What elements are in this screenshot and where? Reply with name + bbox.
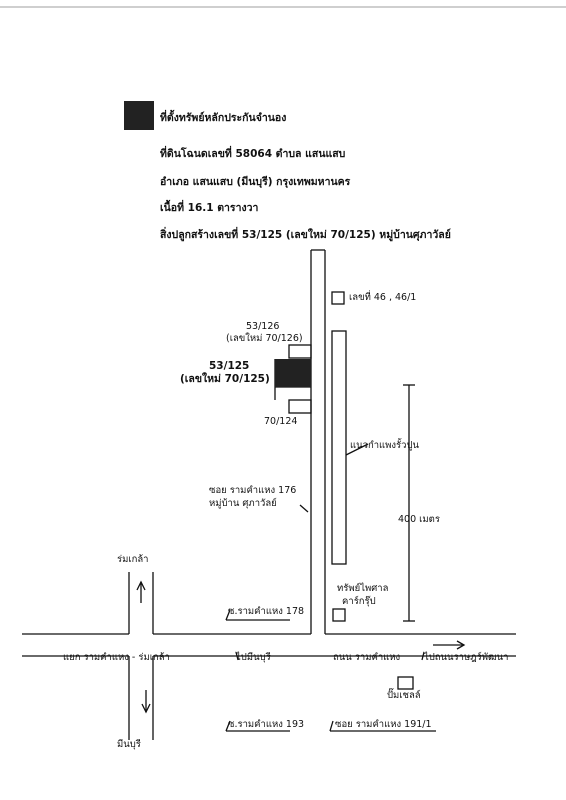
label-house-46: เลขที่ 46 , 46/1 <box>349 292 417 303</box>
label-soi193: ซ.รามคำแหง 193 <box>228 719 305 730</box>
label-soi178: ซ.รามคำแหง 178 <box>228 606 305 617</box>
building-line: สิ่งปลูกสร้างเลขที่ 53/125 (เลขใหม่ 70/1… <box>160 229 451 241</box>
label-plot-126-number: 53/126 <box>246 321 280 332</box>
label-junction: แยก รามคำแหง - ร่มเกล้า <box>63 652 170 663</box>
soi176-leader <box>299 504 309 513</box>
subject-plot-125 <box>275 359 311 387</box>
label-wall: แนวกำแพงรั้วปูน <box>350 440 420 451</box>
legend-text: ที่ตั้งทรัพย์หลักประกันจำนอง <box>160 112 287 124</box>
label-soi176-village: หมู่บ้าน ศุภาวัลย์ <box>209 498 277 509</box>
area-line: เนื้อที่ 16.1 ตารางวา <box>160 202 259 214</box>
wall-leader <box>345 443 369 456</box>
scan-edge-line <box>0 6 566 8</box>
label-sap-paisan: ทรัพย์ไพศาล <box>337 583 389 594</box>
arrow-south-head <box>141 703 151 714</box>
label-subject-number: 53/125 <box>209 360 250 372</box>
deed-line: ที่ดินโฉนดเลขที่ 58064 ตำบล แสนแสบ <box>160 148 346 160</box>
label-minburi: มีนบุรี <box>117 739 141 750</box>
label-to-minburi: ไปมีนบุรี <box>236 652 271 663</box>
label-petrol-station: ปั๊มเชลล์ <box>387 690 421 701</box>
label-romklao: ร่มเกล้า <box>117 554 149 565</box>
sap-paisan-box <box>332 608 346 622</box>
house-46-box <box>331 291 345 305</box>
soi193-tick <box>225 720 231 732</box>
to-rama9-tick <box>421 651 425 661</box>
label-plot-124: 70/124 <box>264 416 298 427</box>
direction-arrow-head <box>456 640 466 650</box>
petrol-station-box <box>397 676 414 690</box>
district-line: อำเภอ แสนแสบ (มีนบุรี) กรุงเทพมหานคร <box>160 176 351 188</box>
plot-124 <box>288 399 312 414</box>
arrow-north-head <box>136 580 146 591</box>
subject-legend-square <box>124 101 154 130</box>
label-soi191: ซอย รามคำแหง 191/1 <box>335 719 432 730</box>
soi191-tick <box>329 720 334 732</box>
concrete-wall <box>331 330 347 565</box>
label-plot-126-new: (เลขใหม่ 70/126) <box>226 333 303 344</box>
label-soi176: ซอย รามคำแหง 176 <box>209 485 297 496</box>
label-car-group: คาร์กรุ๊ป <box>342 596 376 607</box>
to-minburi-tick <box>235 651 239 661</box>
label-to-rama9: ไปถนนราษฎร์พัฒนา <box>424 652 509 663</box>
plot-126 <box>288 344 312 359</box>
label-subject-new: (เลขใหม่ 70/125) <box>180 373 270 385</box>
label-ramkhamhaeng-road: ถนน รามคำแหง <box>333 652 401 663</box>
soi178-tick <box>225 609 231 621</box>
label-distance: 400 เมตร <box>398 514 440 525</box>
